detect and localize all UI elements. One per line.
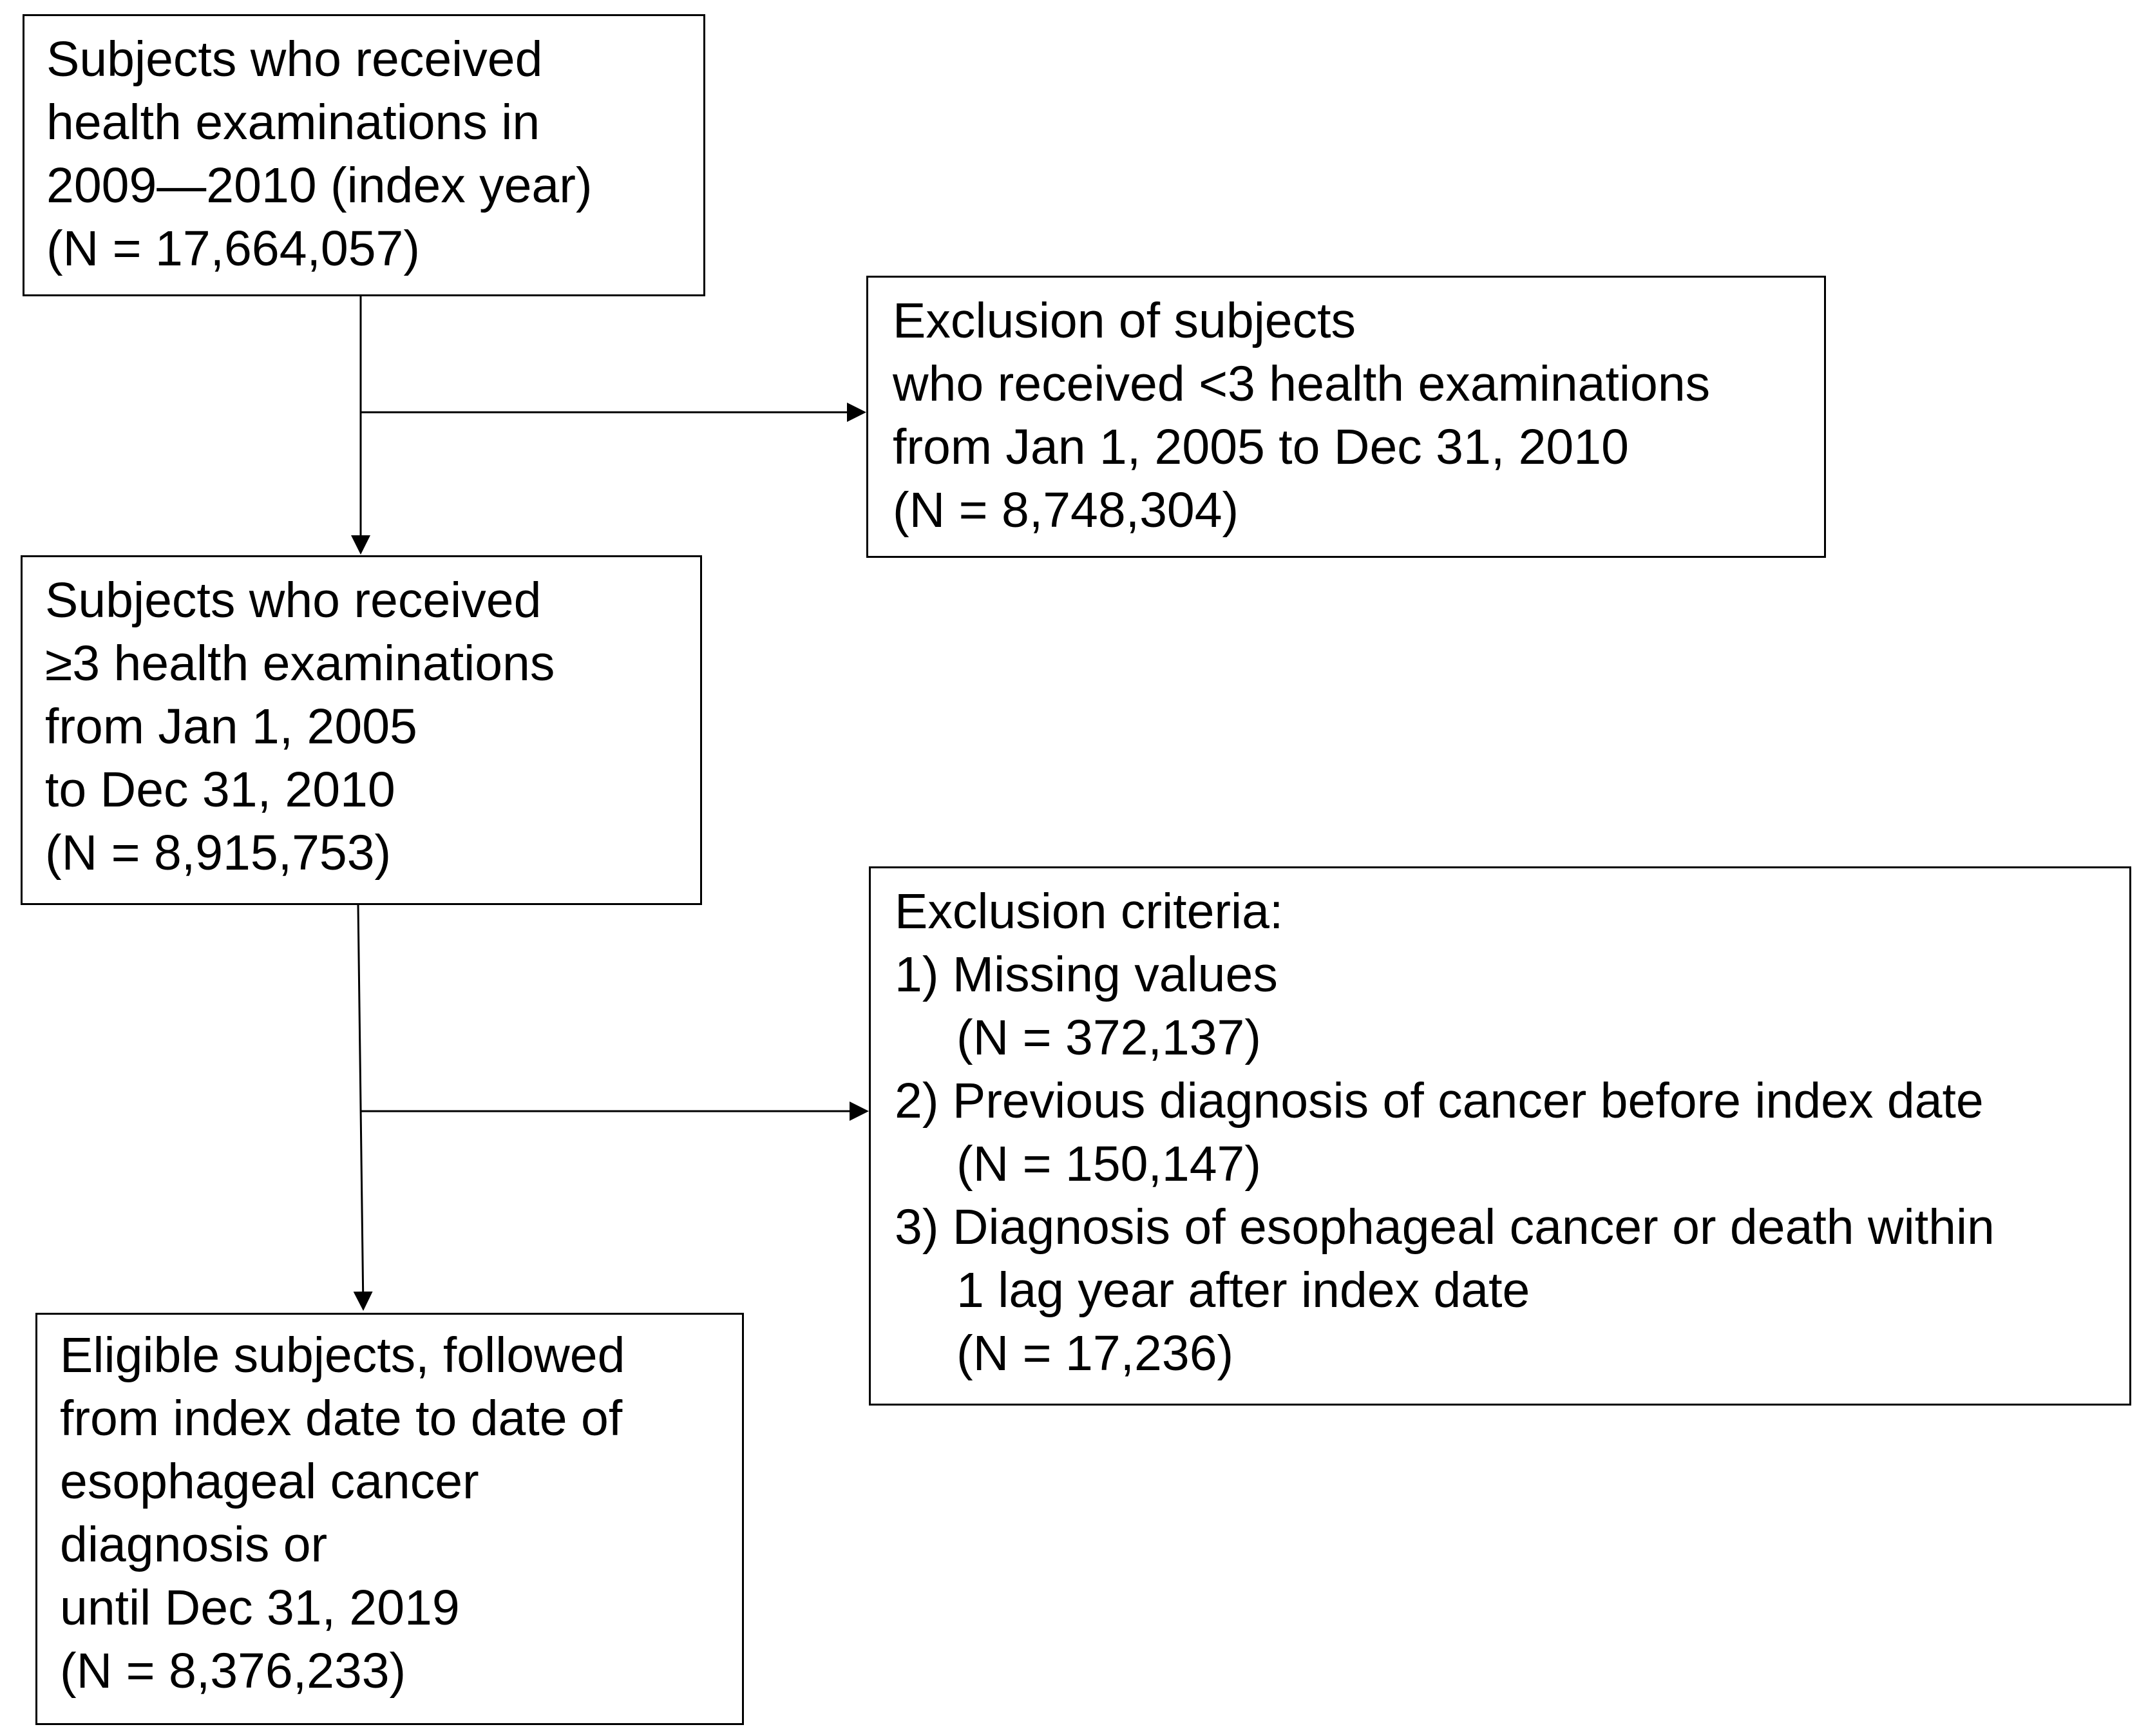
box-line: diagnosis or (60, 1517, 328, 1572)
box-line: 2009—2010 (index year) (46, 158, 593, 213)
criterion-label: 1) Missing values (895, 947, 1278, 1002)
box-line: (N = 17,664,057) (46, 221, 421, 276)
box-line: (N = 8,376,233) (60, 1643, 406, 1699)
criterion-label: 2) Previous diagnosis of cancer before i… (895, 1073, 1984, 1129)
box-line: until Dec 31, 2019 (60, 1580, 460, 1636)
box-line: ≥3 health examinations (45, 636, 555, 691)
exclusion-1-box: Exclusion of subjects who received <3 he… (866, 276, 1826, 558)
initial-cohort-text: Subjects who received health examination… (46, 28, 593, 280)
eligible-cohort-text: Eligible subjects, followed from index d… (60, 1324, 625, 1703)
middle-cohort-text: Subjects who received ≥3 health examinat… (45, 569, 555, 884)
criterion-count: (N = 17,236) (956, 1326, 1234, 1381)
middle-cohort-box: Subjects who received ≥3 health examinat… (21, 555, 702, 905)
box-line: from Jan 1, 2005 (45, 699, 417, 754)
criterion-count: (N = 150,147) (956, 1136, 1261, 1192)
box-line: health examinations in (46, 95, 540, 150)
arrow-middle-to-final (353, 904, 373, 1311)
box-line: who received <3 health examinations (893, 356, 1711, 412)
box-line: from index date to date of (60, 1391, 623, 1446)
box-line: Subjects who received (45, 573, 542, 628)
exclusion-1-text: Exclusion of subjects who received <3 he… (893, 289, 1710, 542)
criterion-continuation: 1 lag year after index date (956, 1263, 1530, 1318)
exclusion-criteria-text: Exclusion criteria: 1) Missing values (N… (895, 880, 1995, 1385)
box-line: Exclusion of subjects (893, 293, 1356, 348)
box-line: from Jan 1, 2005 to Dec 31, 2010 (893, 419, 1629, 475)
box-line: (N = 8,748,304) (893, 482, 1239, 538)
box-line: esophageal cancer (60, 1454, 479, 1509)
criterion-label: 3) Diagnosis of esophageal cancer or dea… (895, 1199, 1995, 1255)
eligible-cohort-box: Eligible subjects, followed from index d… (35, 1313, 744, 1725)
exclusion-criteria-box: Exclusion criteria: 1) Missing values (N… (869, 866, 2131, 1406)
box-line: to Dec 31, 2010 (45, 762, 395, 817)
box-line: (N = 8,915,753) (45, 825, 392, 881)
criterion-count: (N = 372,137) (956, 1010, 1261, 1065)
initial-cohort-box: Subjects who received health examination… (23, 14, 705, 296)
box-line: Eligible subjects, followed (60, 1328, 625, 1383)
box-line: Subjects who received (46, 32, 543, 87)
exclusion-criteria-title: Exclusion criteria: (895, 884, 1284, 939)
